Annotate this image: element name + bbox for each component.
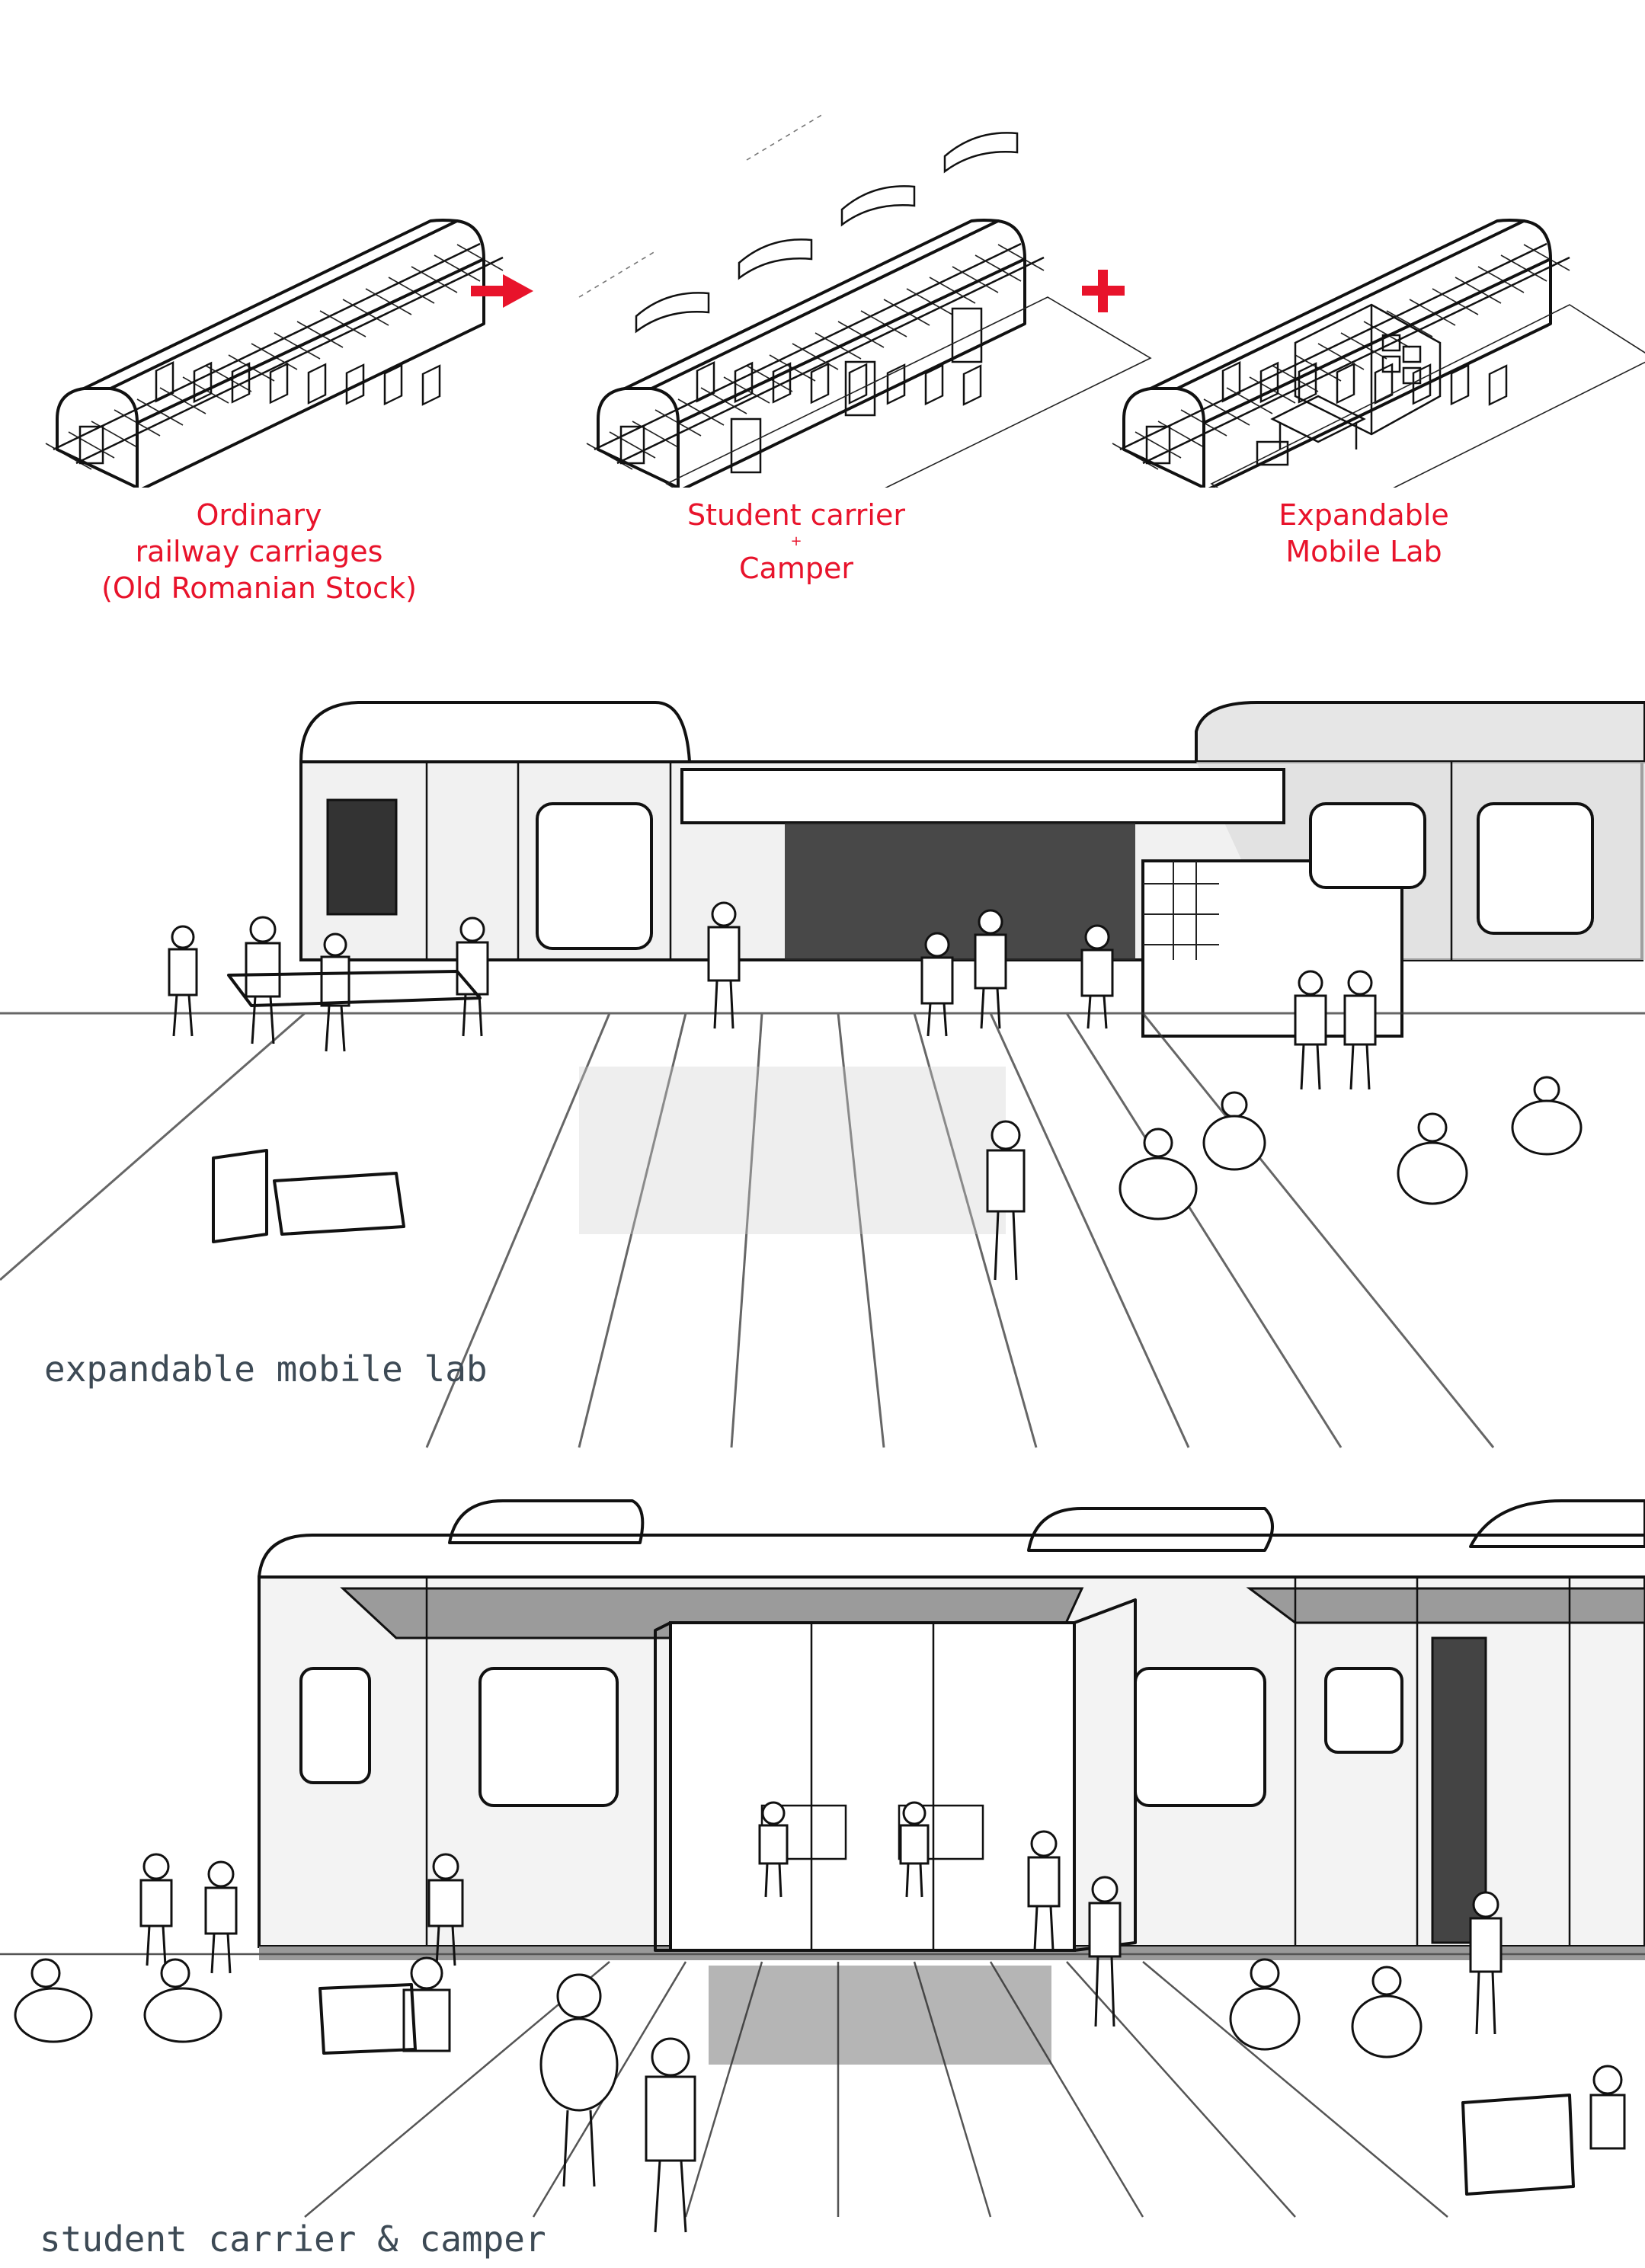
right-arrow-icon: [471, 274, 533, 308]
ground-strokes: [0, 1012, 1645, 1448]
camper-sketch: [0, 1499, 1645, 2233]
label-line: Camper: [739, 552, 853, 585]
label-line: Ordinary: [196, 498, 322, 532]
plus-icon: [1082, 270, 1125, 312]
label-line: railway carriages: [135, 535, 383, 568]
student-carrier-label: Student carrier + Camper: [651, 497, 941, 587]
mobile-lab-drawing: [1111, 219, 1645, 488]
label-line: (Old Romanian Stock): [101, 571, 417, 605]
mobile-lab-label: Expandable Mobile Lab: [1211, 497, 1516, 570]
ordinary-carriage-drawing: [44, 219, 504, 488]
table: [227, 970, 482, 1007]
box: [273, 1172, 405, 1236]
student-carrier-drawing: [578, 114, 1152, 488]
isometric-diagram-row: [44, 114, 1645, 488]
mobile-lab-caption: expandable mobile lab: [44, 1348, 488, 1390]
stool: [212, 1149, 268, 1243]
lab-carriage: [299, 701, 1645, 1038]
people-figures: [14, 1801, 1626, 2233]
label-line: +: [790, 533, 802, 549]
ordinary-carriage-label: Ordinary railway carriages (Old Romanian…: [99, 497, 419, 606]
camper-caption: student carrier & camper: [40, 2218, 546, 2260]
box: [318, 1983, 417, 2055]
camper-carriage: [258, 1499, 1645, 1960]
box: [1461, 2094, 1575, 2196]
label-line: Mobile Lab: [1285, 535, 1442, 568]
mobile-lab-sketch: [0, 701, 1645, 1448]
label-line: Expandable: [1279, 498, 1449, 532]
label-line: Student carrier: [687, 498, 905, 532]
people-figures: [168, 901, 1583, 1281]
